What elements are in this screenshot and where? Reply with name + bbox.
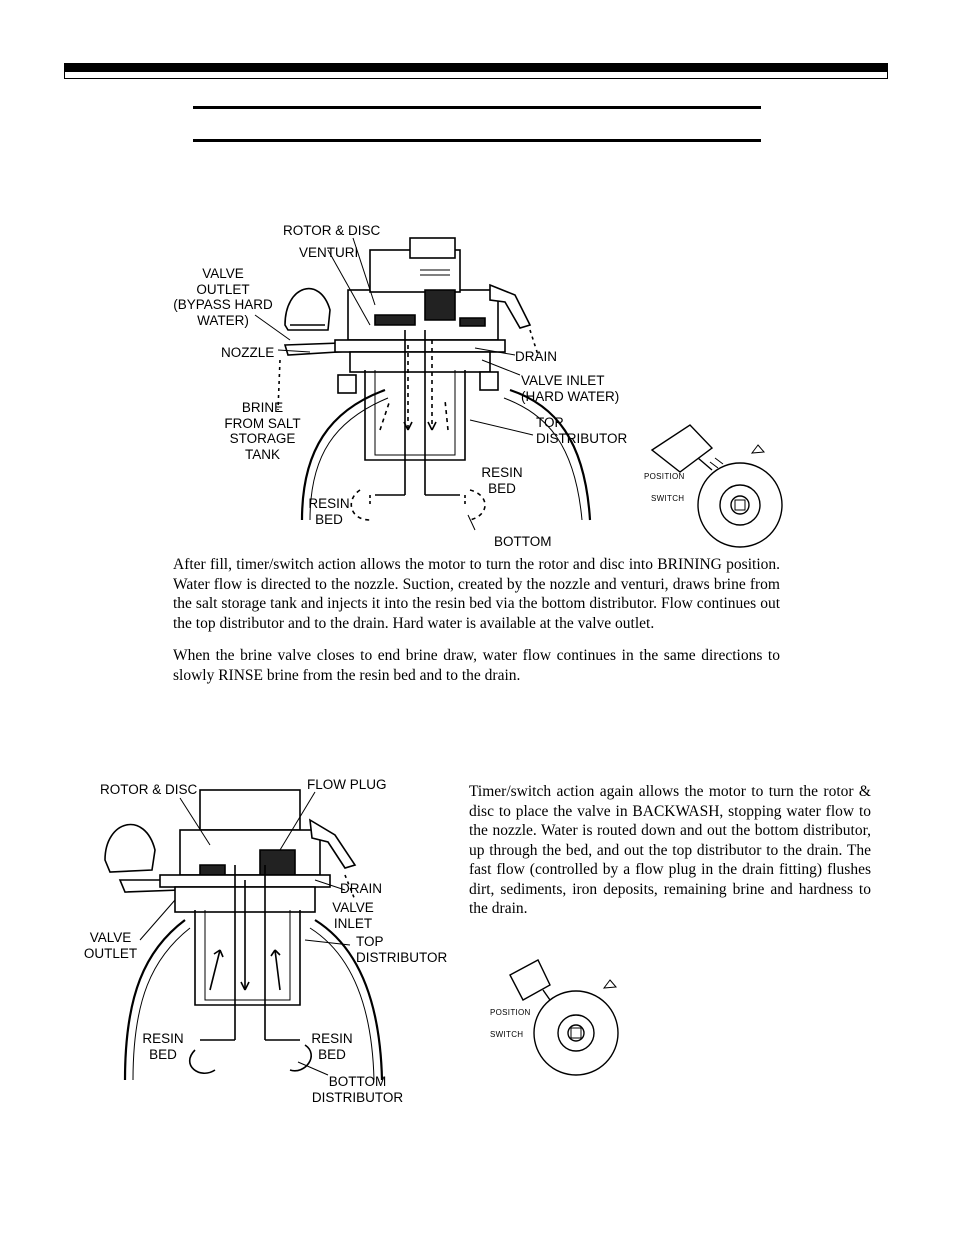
label-line: RESIN	[311, 1031, 353, 1046]
label-line: (BYPASS HARD	[173, 297, 273, 312]
label-line: (HARD WATER)	[521, 388, 620, 404]
label-top-distributor-1: TOP DISTRIBUTOR	[536, 415, 627, 446]
label-line: VALVE	[332, 900, 374, 915]
backwash-paragraph: Timer/switch action again allows the mot…	[469, 783, 871, 917]
label-drain-2: DRAIN	[340, 881, 383, 896]
label-flow-plug-2: FLOW PLUG	[307, 777, 387, 792]
label-line: INLET	[333, 915, 373, 931]
rinse-paragraph: When the brine valve closes to end brine…	[173, 647, 780, 684]
label-bottom-1: BOTTOM	[494, 534, 552, 549]
label-line: OUTLET	[196, 281, 250, 297]
label-brine-1: BRINE FROM SALT STORAGE TANK	[215, 400, 310, 462]
label-line: STORAGE	[229, 431, 296, 446]
section-rule-top	[193, 106, 761, 109]
brining-valve-diagram	[254, 237, 592, 531]
label-line: BRINE	[241, 400, 284, 415]
label-line: FROM SALT	[224, 415, 301, 431]
label-line: DISTRIBUTOR	[356, 949, 448, 965]
label-line: WATER)	[197, 312, 249, 328]
label-line: BED	[488, 480, 516, 496]
label-resin-bed-right-1: RESIN BED	[477, 465, 527, 496]
section-rule-bottom	[193, 139, 761, 142]
label-line: TOP	[356, 934, 384, 949]
label-resin-bed-left-2: RESIN BED	[138, 1031, 188, 1062]
label-line: RESIN	[481, 465, 523, 480]
label-valve-outlet-2: VALVE OUTLET	[78, 930, 143, 961]
label-line: DISTRIBUTOR	[536, 430, 628, 446]
label-top-distributor-2: TOP DISTRIBUTOR	[356, 934, 447, 965]
label-line: BED	[318, 1046, 346, 1062]
label-bottom-distributor-2: BOTTOM DISTRIBUTOR	[305, 1074, 410, 1105]
label-line: DISTRIBUTOR	[311, 1089, 404, 1105]
switch-position-label-1: POSITION	[644, 472, 685, 481]
label-line: OUTLET	[83, 945, 138, 961]
label-line: VALVE	[89, 930, 132, 945]
label-line: BED	[149, 1046, 177, 1062]
backwash-description: Timer/switch action again allows the mot…	[469, 782, 871, 919]
label-rotor-disc-1: ROTOR & DISC	[283, 223, 381, 238]
label-line: BED	[315, 511, 343, 527]
brining-description: After fill, timer/switch action allows t…	[173, 555, 780, 685]
header-rule-thick	[64, 63, 888, 72]
brining-paragraph: After fill, timer/switch action allows t…	[173, 556, 780, 632]
label-line: VALVE INLET	[521, 373, 605, 388]
label-line: VALVE	[202, 266, 244, 281]
label-rotor-disc-2: ROTOR & DISC	[100, 782, 198, 797]
label-valve-inlet-2: VALVE INLET	[328, 900, 378, 931]
switch-position-label-2: POSITION	[490, 1008, 531, 1017]
header-rule-frame	[64, 72, 888, 79]
label-valve-inlet-1: VALVE INLET (HARD WATER)	[521, 373, 619, 404]
position-switch-diagram-2	[509, 959, 619, 1076]
switch-switch-label-2: SWITCH	[490, 1030, 524, 1039]
label-valve-outlet-1: VALVE OUTLET (BYPASS HARD WATER)	[168, 266, 278, 328]
label-nozzle-1: NOZZLE	[221, 345, 275, 360]
label-line: TANK	[244, 446, 280, 462]
label-line: RESIN	[142, 1031, 184, 1046]
label-line: BOTTOM	[328, 1074, 387, 1089]
label-line: RESIN	[308, 496, 350, 511]
backwash-valve-diagram	[104, 789, 384, 1081]
label-drain-1: DRAIN	[515, 349, 558, 364]
switch-switch-label-1: SWITCH	[651, 494, 685, 503]
label-venturi-1: VENTURI	[299, 245, 359, 260]
label-resin-bed-left-1: RESIN BED	[304, 496, 354, 527]
label-line: TOP	[536, 415, 564, 430]
position-switch-diagram-1	[650, 424, 783, 548]
label-resin-bed-right-2: RESIN BED	[307, 1031, 357, 1062]
